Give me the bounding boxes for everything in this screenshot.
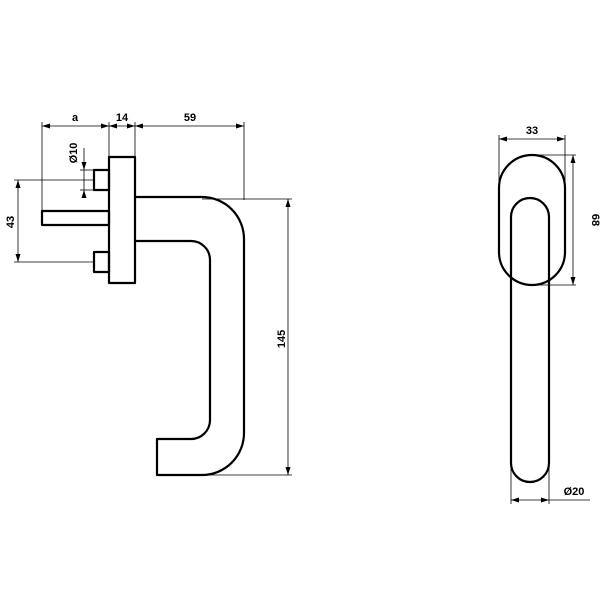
dimension-lines <box>14 122 590 504</box>
base-plate <box>107 155 137 285</box>
dimension-labels: a 14 59 Ø10 43 145 33 68 Ø20 <box>5 112 600 498</box>
label-d10: Ø10 <box>68 143 80 164</box>
grip-outline <box>509 196 551 484</box>
label-145: 145 <box>276 330 288 348</box>
label-43: 43 <box>5 216 17 228</box>
label-33: 33 <box>526 125 538 137</box>
rose-outline <box>497 153 567 287</box>
label-d20: Ø20 <box>564 486 585 498</box>
lower-screw <box>92 250 111 274</box>
label-14: 14 <box>116 112 129 124</box>
handle-lever <box>135 195 246 477</box>
side-view <box>40 155 246 477</box>
label-68: 68 <box>589 214 600 226</box>
upper-screw <box>92 168 111 192</box>
spindle-pin <box>40 209 111 227</box>
label-a: a <box>72 112 79 124</box>
label-59: 59 <box>184 112 196 124</box>
front-view <box>497 153 567 484</box>
